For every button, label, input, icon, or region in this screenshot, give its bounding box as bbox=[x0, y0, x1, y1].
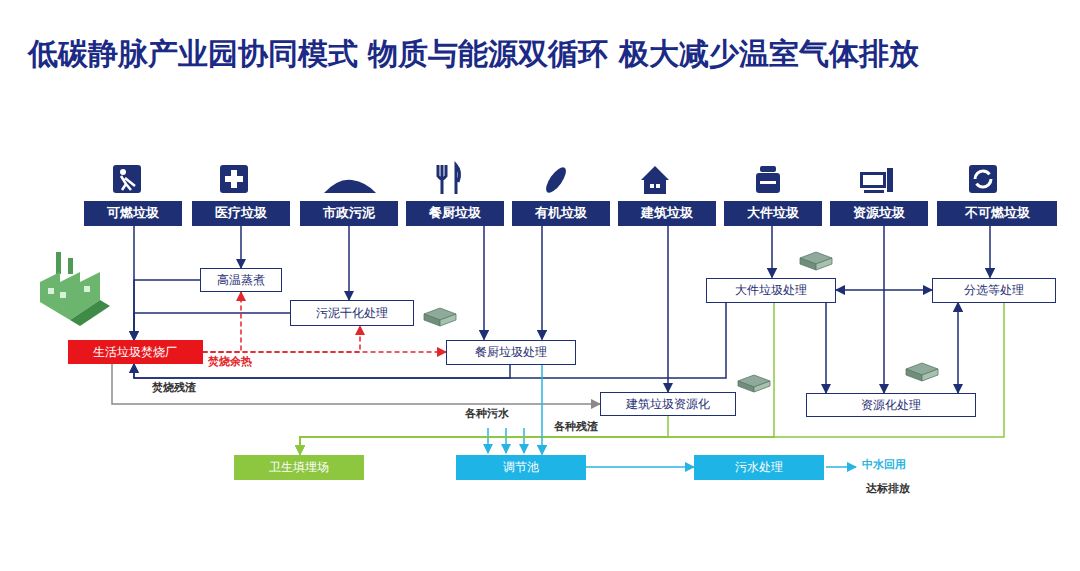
flow-connector bbox=[883, 226, 885, 394]
node-text: 资源垃圾 bbox=[853, 205, 905, 221]
plant-icon bbox=[738, 375, 770, 392]
house-icon bbox=[641, 166, 669, 194]
node-text: 可燃垃圾 bbox=[107, 205, 159, 221]
node-text: 生活垃圾焚烧厂 bbox=[93, 345, 177, 359]
flow-connector bbox=[240, 226, 242, 269]
flow-connector bbox=[483, 226, 485, 340]
source-box: 市政污泥 bbox=[300, 201, 398, 226]
factory-illustration bbox=[40, 252, 110, 326]
node-text: 餐厨垃圾 bbox=[429, 205, 481, 221]
sewage-label: 各种污水 bbox=[463, 407, 511, 420]
node-text: 大件垃圾处理 bbox=[735, 283, 807, 297]
flow-connector bbox=[586, 466, 694, 468]
computer-icon bbox=[860, 168, 893, 193]
flow-connector bbox=[825, 303, 827, 394]
process-box: 高温蒸煮 bbox=[200, 268, 282, 292]
node-text: 建筑垃圾 bbox=[641, 205, 693, 221]
source-box: 建筑垃圾 bbox=[618, 201, 716, 226]
water-box: 调节池 bbox=[456, 455, 586, 480]
flow-connector bbox=[134, 303, 726, 379]
landfill-box: 卫生填埋场 bbox=[234, 455, 364, 480]
flow-connector bbox=[541, 365, 543, 455]
source-box: 不可燃垃圾 bbox=[937, 201, 1057, 226]
source-box: 餐厨垃圾 bbox=[406, 201, 504, 226]
node-text: 污泥干化处理 bbox=[316, 306, 388, 320]
source-box: 大件垃圾 bbox=[724, 201, 822, 226]
plant-icon bbox=[800, 252, 832, 270]
diagram-title: 低碳静脉产业园协同模式 物质与能源双循环 极大减少温室气体排放 bbox=[28, 34, 919, 75]
process-box: 餐厨垃圾处理 bbox=[446, 340, 576, 365]
node-text: 市政污泥 bbox=[323, 205, 375, 221]
reuse-label: 中水回用 bbox=[860, 458, 908, 471]
node-text: 资源化处理 bbox=[861, 398, 921, 412]
flow-connector bbox=[134, 313, 290, 340]
water-box: 污水处理 bbox=[694, 455, 824, 480]
process-box: 大件垃圾处理 bbox=[706, 278, 836, 303]
flow-connector bbox=[300, 416, 668, 455]
flow-connector bbox=[203, 351, 447, 353]
leaf-icon bbox=[542, 164, 569, 195]
flow-connector bbox=[112, 364, 600, 404]
node-text: 大件垃圾 bbox=[747, 205, 799, 221]
node-text: 卫生填埋场 bbox=[269, 460, 329, 474]
node-text: 污水处理 bbox=[735, 460, 783, 474]
source-box: 有机垃圾 bbox=[512, 201, 610, 226]
node-text: 调节池 bbox=[503, 460, 539, 474]
node-text: 餐厨垃圾处理 bbox=[475, 345, 547, 359]
source-box: 资源垃圾 bbox=[830, 201, 928, 226]
process-box: 资源化处理 bbox=[806, 393, 976, 417]
sludge-icon bbox=[324, 180, 376, 193]
incinerator-box: 生活垃圾焚烧厂 bbox=[68, 340, 203, 364]
flow-connector bbox=[134, 364, 510, 378]
flow-connector bbox=[203, 292, 242, 352]
combustible-icon bbox=[113, 165, 141, 193]
node-text: 建筑垃圾资源化 bbox=[626, 397, 710, 411]
node-text: 分选等处理 bbox=[964, 283, 1024, 297]
edge-label: 各种残渣 bbox=[552, 420, 600, 433]
edge-label: 焚烧余热 bbox=[206, 355, 254, 368]
source-box: 医疗垃圾 bbox=[192, 201, 290, 226]
source-box: 可燃垃圾 bbox=[84, 201, 182, 226]
kitchen-icon bbox=[438, 165, 460, 194]
node-text: 有机垃圾 bbox=[535, 205, 587, 221]
edge-label: 焚烧残渣 bbox=[150, 381, 198, 394]
flow-connector bbox=[957, 303, 959, 394]
node-text: 医疗垃圾 bbox=[215, 205, 267, 221]
process-box: 污泥干化处理 bbox=[290, 300, 414, 326]
medical-icon bbox=[220, 165, 248, 193]
recycle-icon bbox=[969, 165, 997, 193]
bulky-icon bbox=[756, 166, 780, 193]
process-box: 分选等处理 bbox=[932, 278, 1056, 303]
flow-connector bbox=[541, 226, 543, 340]
node-text: 高温蒸煮 bbox=[217, 273, 265, 287]
plant-icon bbox=[906, 363, 938, 381]
flow-connector bbox=[989, 226, 991, 278]
discharge-label: 达标排放 bbox=[864, 482, 912, 495]
flow-connector bbox=[667, 226, 669, 393]
plant-icon bbox=[424, 308, 456, 326]
flow-connector bbox=[771, 226, 773, 278]
flow-connector bbox=[348, 226, 350, 301]
flow-connector bbox=[203, 326, 361, 352]
process-box: 建筑垃圾资源化 bbox=[600, 392, 736, 416]
flow-connector bbox=[134, 280, 200, 340]
node-text: 不可燃垃圾 bbox=[965, 205, 1030, 221]
